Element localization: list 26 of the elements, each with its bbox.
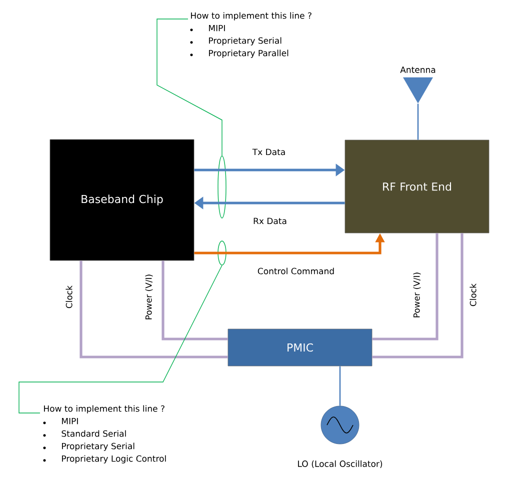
connector-line	[417, 104, 419, 140]
node-caption: LO (Local Oscillator)	[298, 460, 382, 468]
node-caption: Antenna	[400, 66, 436, 73]
connector-line	[162, 260, 228, 340]
edge-label: Clock	[468, 282, 478, 308]
edge-label: Control Command	[256, 266, 336, 276]
connector-line	[80, 260, 228, 358]
ellipse-marker	[218, 240, 226, 266]
antenna-triangle	[403, 77, 434, 104]
chip-box: RF Front End	[344, 140, 490, 234]
chip-box: Baseband Chip	[50, 139, 194, 261]
callout-text: How to implement this line ? MIPI Proprietary Serial Proprietary Parallel	[190, 12, 312, 58]
ellipse-marker	[218, 156, 226, 218]
connector-line	[372, 233, 464, 358]
edge-label: Tx Data	[251, 148, 287, 156]
chip-box: PMIC	[228, 328, 372, 366]
edge-label: Clock	[64, 284, 74, 310]
edge-label: Power (V/I)	[144, 272, 154, 322]
edge-label: Rx Data	[252, 216, 288, 226]
connector-line	[372, 233, 438, 340]
callout-text: How to implement this line ? MIPI Standard Serial Proprietary Serial Proprietary Logic Control	[43, 405, 166, 464]
leader-line	[156, 18, 222, 156]
edge-label: Power (V/I)	[412, 270, 422, 320]
connector-line	[339, 366, 341, 406]
leader-line	[18, 265, 222, 414]
oscillator-circle	[320, 406, 360, 444]
